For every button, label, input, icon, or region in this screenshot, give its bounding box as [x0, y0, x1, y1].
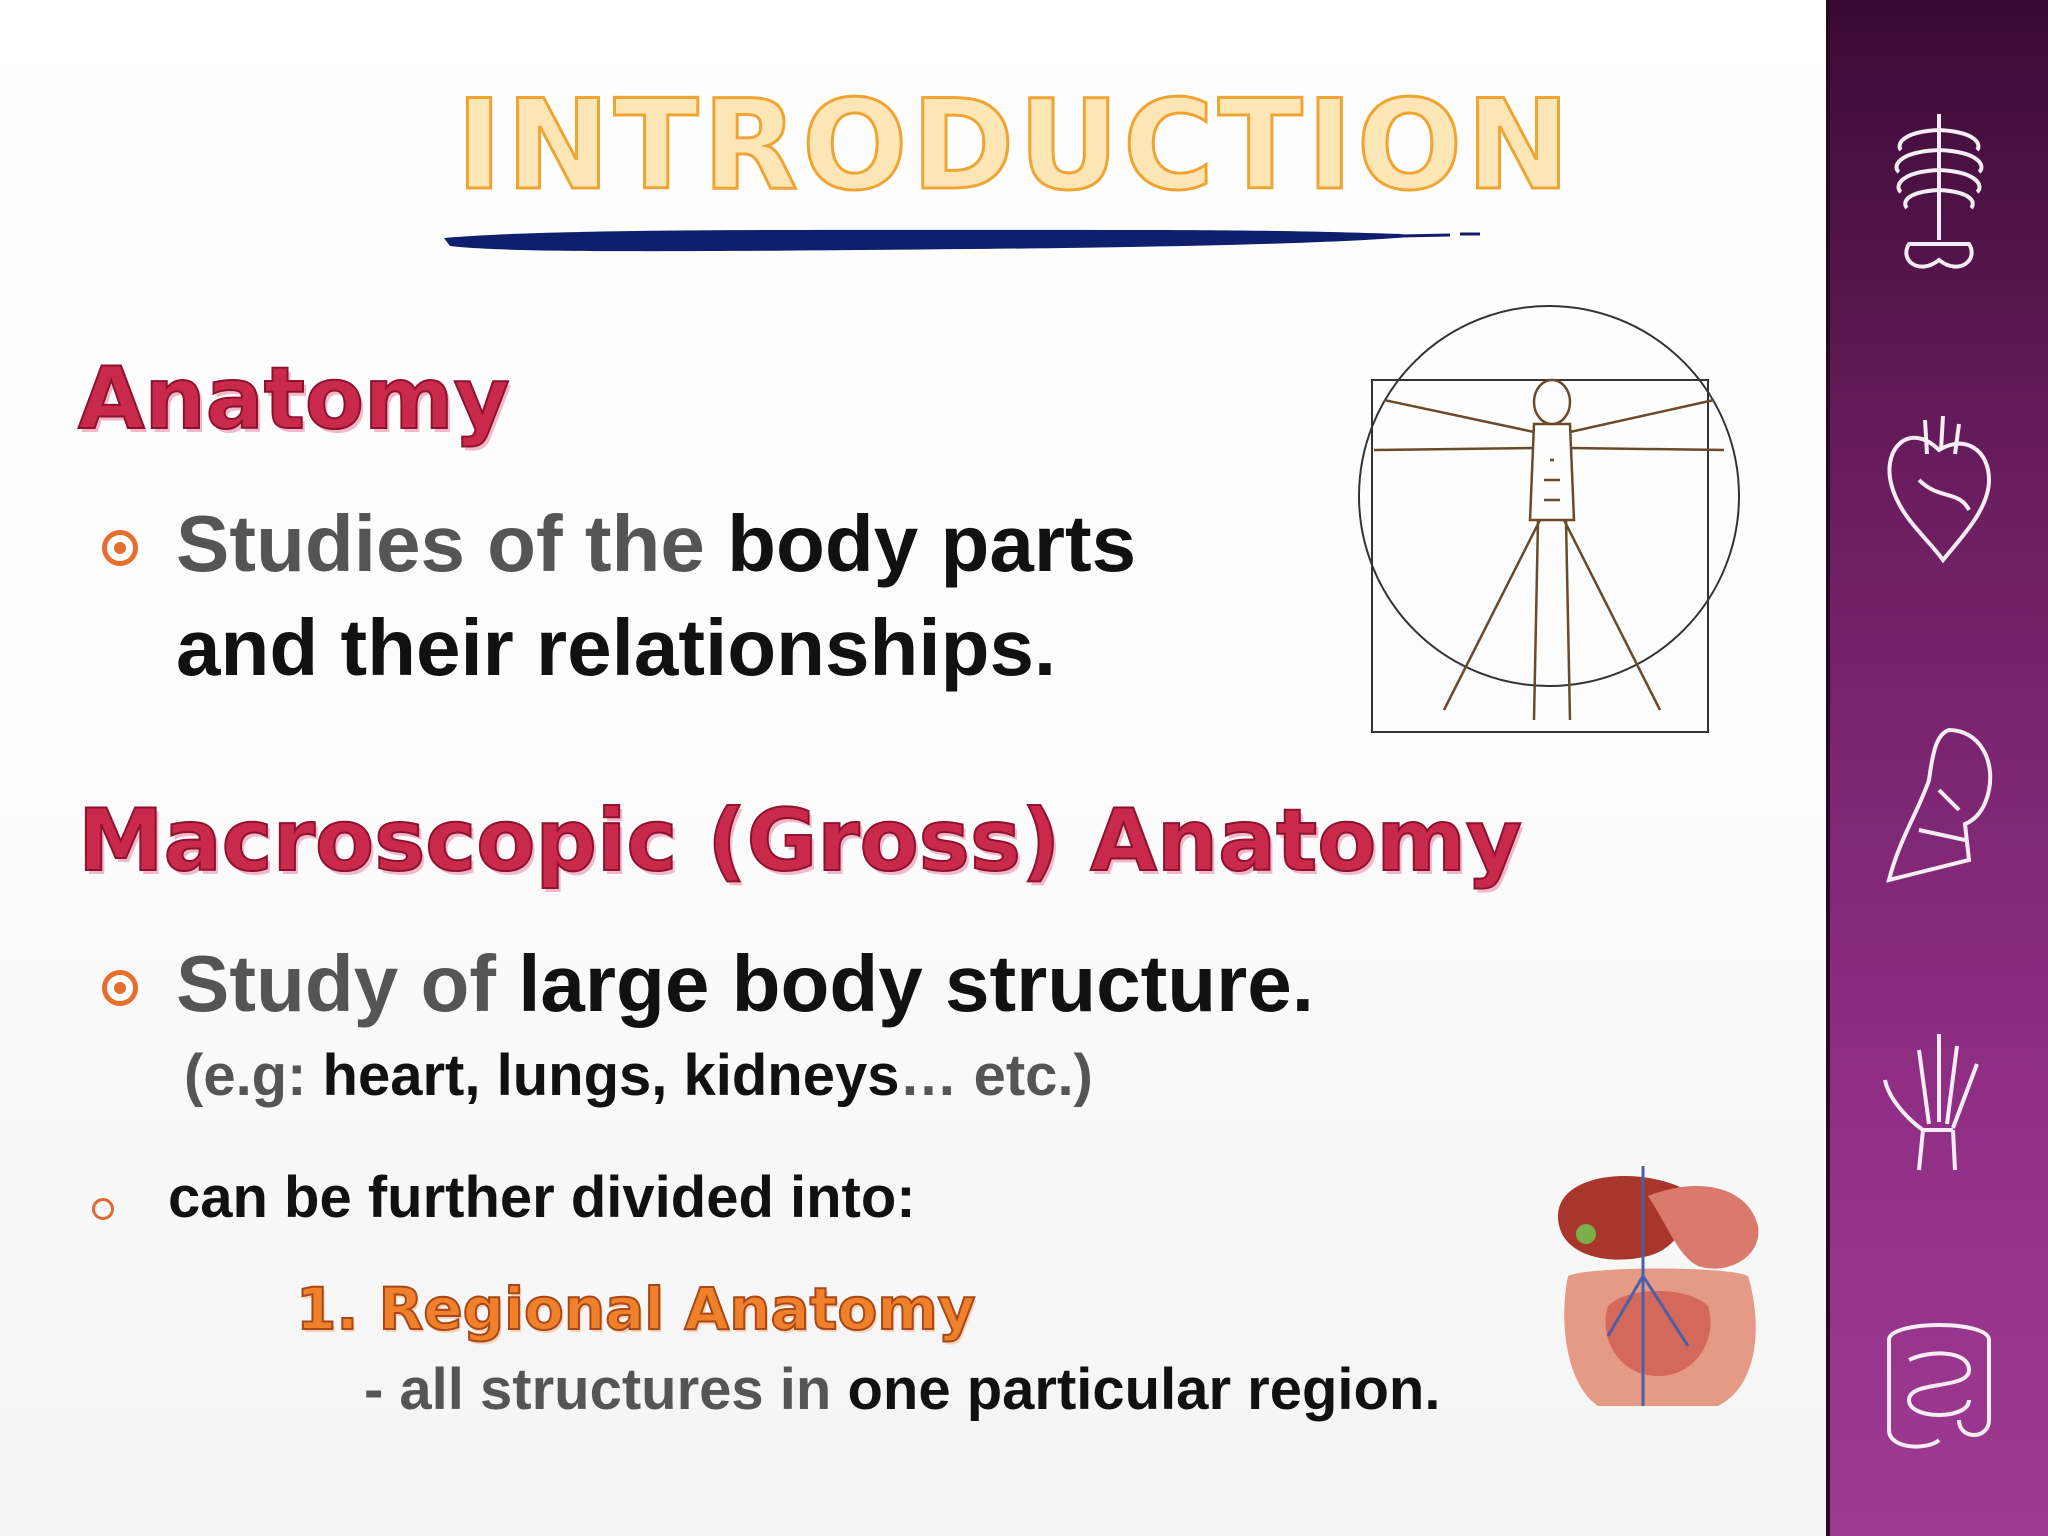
intestine-icon [1887, 1323, 1991, 1449]
digestive-organs-image [1558, 1166, 1759, 1406]
examples-open: (e.g: [184, 1043, 323, 1108]
examples-close: … etc.) [899, 1043, 1093, 1108]
head-neck-icon [1886, 727, 1993, 883]
regional-anatomy-description: - all structures in one particular regio… [364, 1358, 1440, 1422]
anatomy-definition-line2: and their relationships. [176, 603, 1057, 692]
vitruvian-man-image [1358, 305, 1740, 733]
examples-list: heart, lungs, kidneys [322, 1043, 900, 1108]
regional-anatomy-heading: 1. Regional Anatomy [295, 1275, 976, 1343]
definition-grey-text: Studies of the [176, 499, 728, 588]
title-underline-brush [444, 229, 1480, 252]
heart-icon [1887, 415, 1992, 564]
slide-title: INTRODUCTION [455, 74, 1574, 218]
anatomy-definition-line1: Studies of the body parts [176, 500, 1136, 588]
description-grey-text: - all structures in [364, 1357, 848, 1422]
divided-into-text: can be further divided into: [168, 1165, 916, 1230]
sub-bullet-icon [92, 1198, 114, 1220]
definition-black-text: large body structure. [518, 939, 1314, 1028]
hand-bones-icon [1883, 1034, 1979, 1171]
bullet-icon [102, 970, 138, 1006]
gross-definition: Study of large body structure. [176, 940, 1314, 1028]
skeleton-torso-icon [1894, 114, 1984, 269]
description-black-text: one particular region. [847, 1357, 1441, 1422]
anatomy-heading: Anatomy [77, 349, 511, 449]
gross-anatomy-heading: Macroscopic (Gross) Anatomy [77, 791, 1523, 891]
decorative-sidebar [1826, 0, 2048, 1536]
bullet-icon [102, 530, 138, 566]
slide-canvas: INTRODUCTION Anatomy Studies of the body… [0, 0, 1826, 1536]
definition-grey-text: Study of [176, 939, 519, 1028]
definition-black-text: body parts [727, 499, 1137, 588]
gross-examples: (e.g: heart, lungs, kidneys… etc.) [184, 1044, 1093, 1108]
